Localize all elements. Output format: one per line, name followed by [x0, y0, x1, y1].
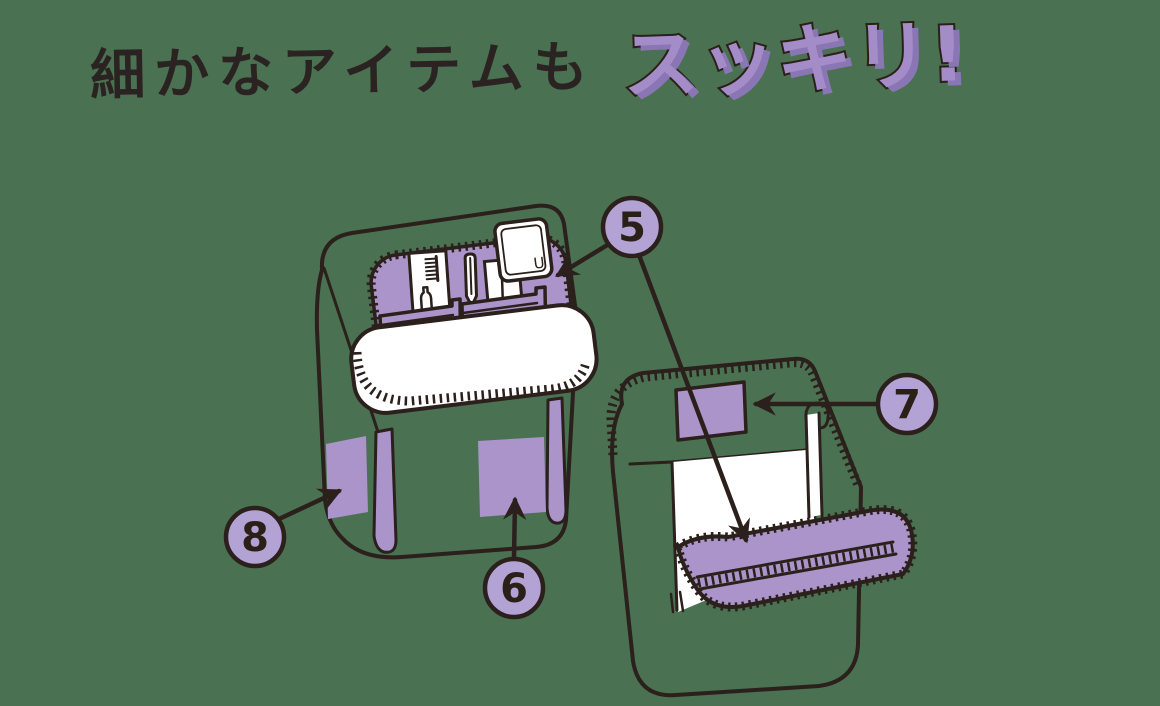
left-bag-inner-zipper-teeth: [366, 233, 578, 371]
callout-8-arrow: [276, 488, 343, 522]
callout-number-5: 5: [618, 205, 646, 251]
right-bag-purple-flap: [672, 505, 918, 612]
callout-badge-6: [482, 556, 546, 620]
right-bag-body: [610, 356, 863, 698]
under-flap-slit: [669, 590, 685, 614]
front-pocket: [478, 437, 546, 517]
callout-5-arrow-inner: [555, 241, 612, 278]
callout-badge-8: [223, 505, 287, 569]
pen-item: [463, 252, 478, 308]
callout-badge-5: [600, 195, 664, 259]
right-bag-zipper-teeth: [606, 358, 863, 487]
callout-lines: [276, 241, 881, 561]
left-gusset-strip: [372, 427, 398, 554]
left-bag-illustration: U: [314, 203, 599, 560]
right-gusset-strip: [545, 396, 568, 525]
rolled-cover-curl: [804, 401, 830, 519]
callout-badges: 5 6 7 8: [223, 195, 939, 620]
card-with-u-item: U: [493, 217, 554, 283]
inner-cover-left-edge: [670, 460, 679, 612]
callout-5-arrow-flap: [636, 252, 750, 544]
callout-badge-7: [875, 372, 939, 436]
flap-zipper-teeth: [352, 351, 591, 406]
side-pocket: [326, 436, 368, 519]
callout-number-6: 6: [500, 566, 528, 612]
callout-number-7: 7: [893, 382, 921, 428]
left-bag-flap: [349, 303, 599, 415]
card-letter: U: [533, 254, 546, 273]
callout-6-arrow: [502, 496, 527, 561]
inner-back-pocket: [674, 380, 748, 442]
purple-flap-zipper-teeth: [672, 505, 918, 612]
purple-flap-center-teeth: [697, 543, 895, 588]
right-bag-illustration: [606, 356, 918, 698]
callout-number-8: 8: [241, 515, 269, 561]
